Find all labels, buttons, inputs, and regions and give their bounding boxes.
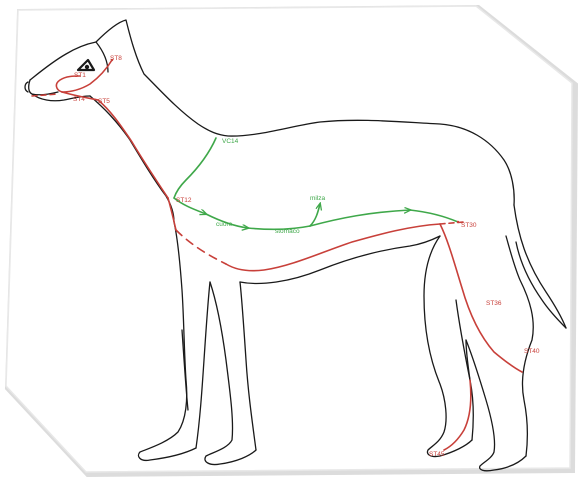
label-vc14: VC14 [222, 138, 239, 145]
label-st12: ST12 [176, 197, 192, 204]
label-st4: ST4 [73, 96, 85, 103]
label-milza: milza [310, 195, 326, 202]
label-st1: ST1 [74, 72, 86, 79]
label-st30: ST30 [461, 222, 477, 229]
label-st8: ST8 [110, 55, 122, 62]
point-st30 [457, 221, 459, 223]
label-st45: ST45 [429, 451, 445, 458]
label-st5: ST5 [98, 98, 110, 105]
label-st36: ST36 [486, 300, 502, 307]
label-cuore: cuore [216, 221, 233, 228]
label-st40: ST40 [524, 348, 540, 355]
label-stomaco: stomaco [275, 228, 300, 235]
